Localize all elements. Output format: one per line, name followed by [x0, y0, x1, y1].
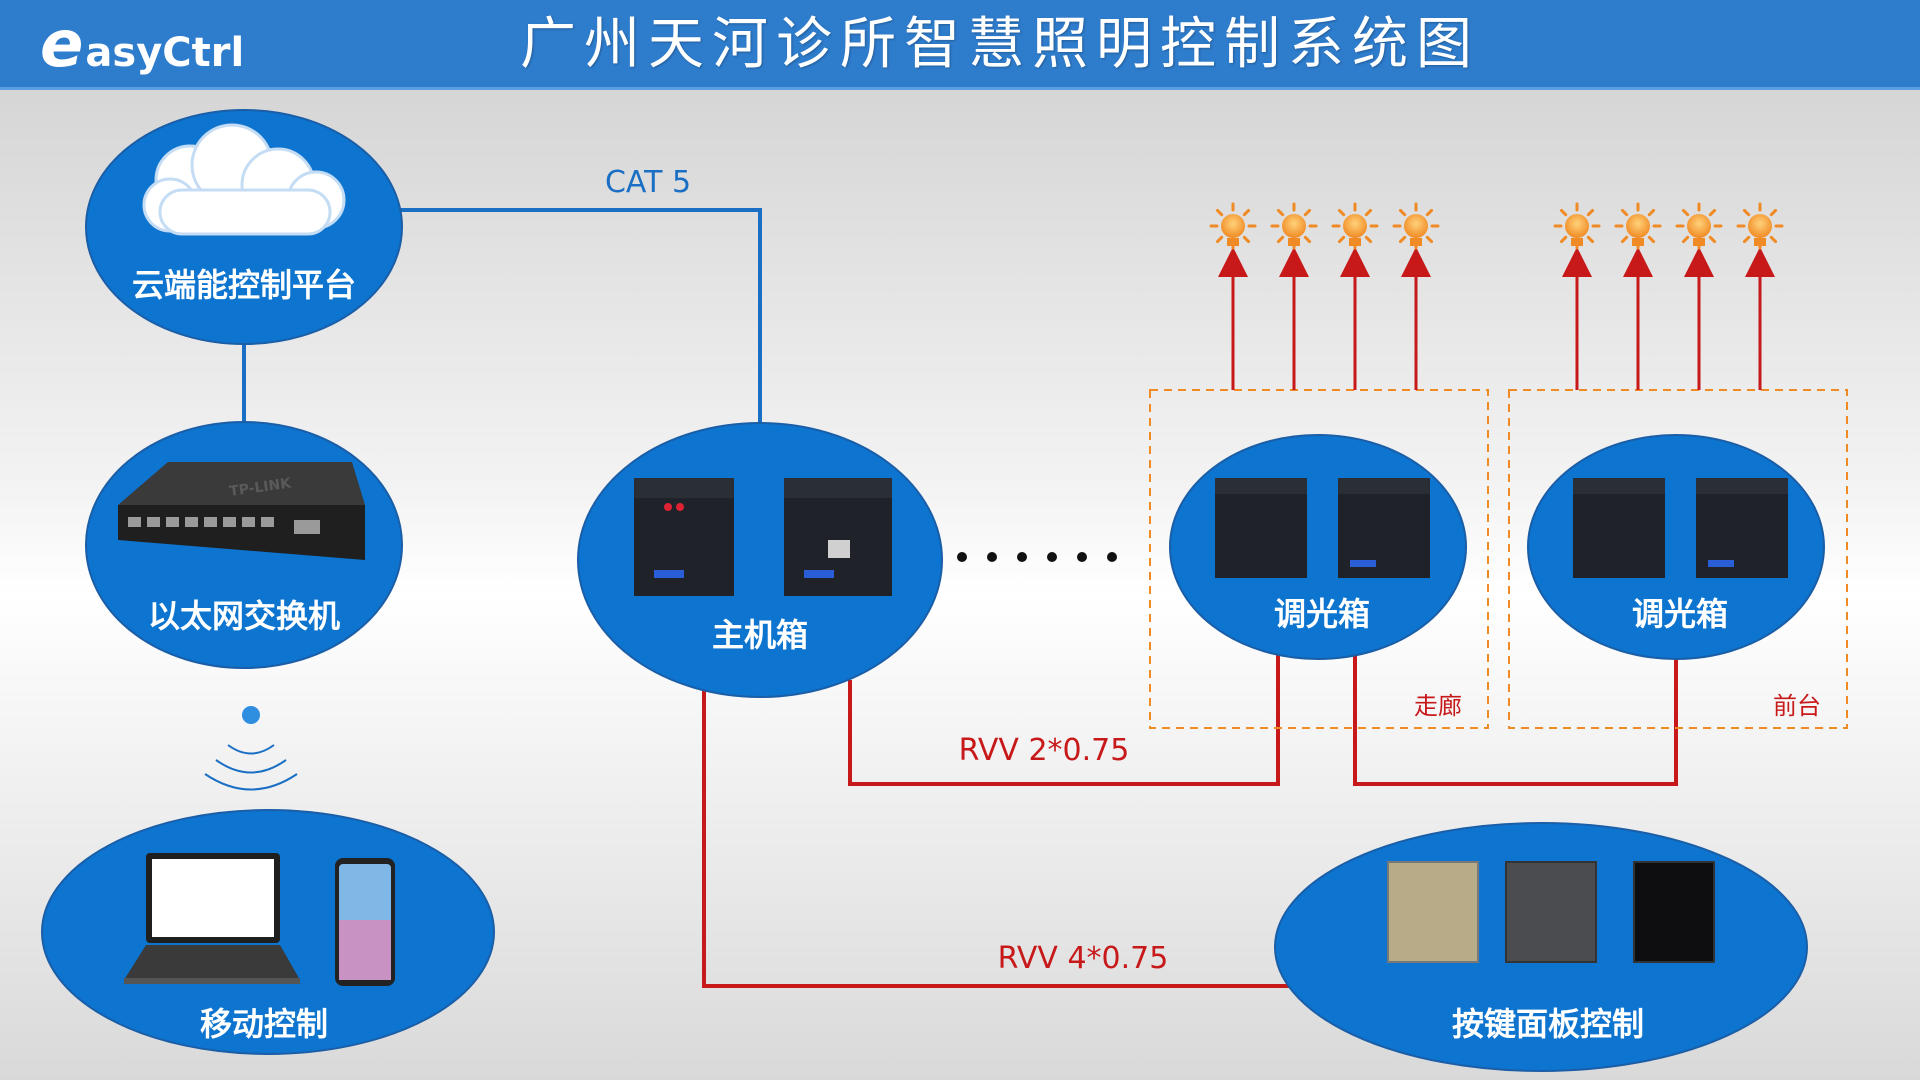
- easyctrl-logo: e asyCtrl: [40, 10, 244, 80]
- lamp-ray: [1742, 235, 1751, 244]
- ethernet-switch-icon: TP-LINK: [118, 462, 365, 560]
- lamp-ray: [1681, 208, 1690, 217]
- key-panel-black-icon: [1633, 861, 1715, 963]
- lamp-icon: [1331, 202, 1379, 250]
- laptop-icon: [124, 853, 300, 984]
- label-rvv4: RVV 4*0.75: [998, 941, 1169, 976]
- header-bar: e asyCtrl 广州天河诊所智慧照明控制系统图: [0, 0, 1920, 90]
- lamp-base: [1410, 238, 1422, 246]
- lamp-base: [1632, 238, 1644, 246]
- lamp-icon: [1614, 202, 1662, 250]
- lamp-ray: [1276, 208, 1285, 217]
- lamp-icon: [1553, 202, 1601, 250]
- lamp-ray: [1337, 235, 1346, 244]
- cat5-line: [398, 208, 762, 425]
- lamp-ray: [1559, 208, 1568, 217]
- zone-box-corridor: [1149, 389, 1489, 729]
- lamp-ray: [1742, 208, 1751, 217]
- lamp-ray: [1647, 235, 1656, 244]
- lamp-ray: [1398, 208, 1407, 217]
- lamp-base: [1571, 238, 1583, 246]
- lamp-ray: [1215, 208, 1224, 217]
- dimmer-reception-modules: [1573, 478, 1788, 578]
- lamp-ray: [1586, 235, 1595, 244]
- lamp-icon: [1270, 202, 1318, 250]
- zone-label-corridor: 走廊: [1414, 692, 1462, 720]
- lamp-ray: [1398, 235, 1407, 244]
- lamp-feed-lines: [1218, 247, 1775, 390]
- lamp-ray: [1364, 235, 1373, 244]
- logo-wordmark: asyCtrl: [85, 30, 245, 76]
- lamp-base: [1693, 238, 1705, 246]
- lamp-ray: [1215, 235, 1224, 244]
- lamp-ray: [1620, 208, 1629, 217]
- lamp-ray: [1242, 235, 1251, 244]
- lamp-glass: [1748, 214, 1772, 238]
- lamp-base: [1754, 238, 1766, 246]
- lamp-icons: [1209, 202, 1784, 250]
- label-dimmer-reception: 调光箱: [1632, 595, 1728, 633]
- lamp-icon: [1209, 202, 1257, 250]
- label-cloud: 云端能控制平台: [132, 266, 356, 304]
- lamp-ray: [1364, 208, 1373, 217]
- rvv2-line-a: [848, 655, 1280, 786]
- continuation-dots: [957, 552, 1117, 562]
- lamp-ray: [1647, 208, 1656, 217]
- lamp-glass: [1221, 214, 1245, 238]
- label-panels: 按键面板控制: [1452, 1005, 1644, 1043]
- lamp-ray: [1425, 208, 1434, 217]
- zone-label-reception: 前台: [1773, 692, 1821, 720]
- label-mobile: 移动控制: [200, 1005, 328, 1043]
- lamp-base: [1227, 238, 1239, 246]
- lamp-ray: [1303, 235, 1312, 244]
- lamp-ray: [1620, 235, 1629, 244]
- lamp-base: [1349, 238, 1361, 246]
- lamp-glass: [1404, 214, 1428, 238]
- zone-box-reception: [1508, 389, 1848, 729]
- rvv2-line-b: [1353, 655, 1678, 786]
- lamp-glass: [1626, 214, 1650, 238]
- lamp-glass: [1565, 214, 1589, 238]
- cloud-icon: [142, 123, 346, 236]
- lamp-ray: [1425, 235, 1434, 244]
- lamp-icon: [1675, 202, 1723, 250]
- lamp-ray: [1681, 235, 1690, 244]
- key-panel-grey-icon: [1505, 861, 1597, 963]
- label-rvv2: RVV 2*0.75: [959, 733, 1130, 768]
- lamp-glass: [1687, 214, 1711, 238]
- lamp-ray: [1337, 208, 1346, 217]
- lamp-glass: [1343, 214, 1367, 238]
- label-host: 主机箱: [712, 616, 808, 654]
- dimmer-corridor-modules: [1215, 478, 1430, 578]
- logo-e-mark: e: [40, 8, 84, 82]
- wifi-signal-icon: [204, 706, 298, 791]
- lamp-ray: [1303, 208, 1312, 217]
- lamp-glass: [1282, 214, 1306, 238]
- lamp-ray: [1586, 208, 1595, 217]
- lamp-ray: [1708, 208, 1717, 217]
- lamp-icon: [1736, 202, 1784, 250]
- phone-icon: [335, 858, 395, 986]
- host-module-icon: [634, 478, 734, 596]
- label-switch: 以太网交换机: [148, 597, 340, 635]
- lamp-ray: [1242, 208, 1251, 217]
- lamp-base: [1288, 238, 1300, 246]
- lamp-ray: [1276, 235, 1285, 244]
- page-title: 广州天河诊所智慧照明控制系统图: [520, 12, 1480, 77]
- network-lines: [242, 208, 762, 430]
- lamp-ray: [1708, 235, 1717, 244]
- lamp-ray: [1769, 208, 1778, 217]
- lamp-icon: [1392, 202, 1440, 250]
- label-dimmer-corridor: 调光箱: [1274, 595, 1370, 633]
- host-gateway-module-icon: [784, 478, 892, 596]
- label-cat5: CAT 5: [605, 165, 691, 200]
- lamp-ray: [1769, 235, 1778, 244]
- key-panel-gold-icon: [1387, 861, 1479, 963]
- lamp-ray: [1559, 235, 1568, 244]
